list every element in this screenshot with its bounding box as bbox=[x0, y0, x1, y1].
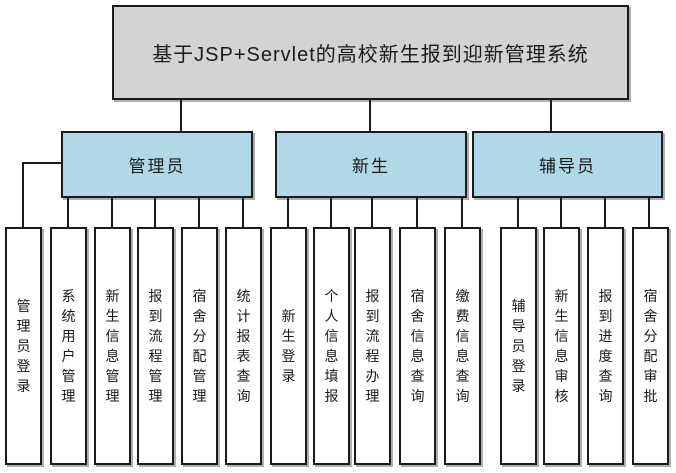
connector-leaf bbox=[371, 198, 373, 227]
connector-leaf bbox=[604, 198, 606, 227]
branch-box-student: 新生 bbox=[275, 131, 467, 198]
connector-leaf bbox=[330, 198, 332, 227]
leaf-checkin-progress-query: 报到进度查询 bbox=[587, 227, 624, 465]
leaf-label: 新生登录 bbox=[281, 308, 296, 384]
leaf-admin-login: 管理员登录 bbox=[5, 227, 42, 465]
connector-leaf bbox=[560, 198, 562, 227]
branch-label-counselor: 辅导员 bbox=[539, 157, 596, 176]
connector-leaf bbox=[287, 198, 289, 227]
leaf-stats-report-query: 统计报表查询 bbox=[225, 227, 262, 465]
leaf-checkin-process-mgmt: 报到流程管理 bbox=[137, 227, 174, 465]
branch-box-counselor: 辅导员 bbox=[472, 131, 663, 198]
leaf-label: 报到流程办理 bbox=[365, 288, 380, 404]
connector-leaf bbox=[67, 198, 69, 227]
leaf-payment-info-query: 缴费信息查询 bbox=[444, 227, 481, 465]
connector-leaf bbox=[461, 198, 463, 227]
leaf-checkin-process-handle: 报到流程办理 bbox=[354, 227, 391, 465]
connector-title-counselor bbox=[550, 100, 552, 131]
connector-leaf bbox=[416, 198, 418, 227]
branch-box-admin: 管理员 bbox=[61, 131, 253, 198]
leaf-label: 宿舍分配管理 bbox=[192, 288, 207, 404]
leaf-label: 新生信息管理 bbox=[105, 288, 120, 404]
connector-leaf bbox=[242, 198, 244, 227]
leaf-student-info-mgmt: 新生信息管理 bbox=[94, 227, 131, 465]
leaf-label: 宿舍分配审批 bbox=[643, 288, 658, 404]
connector-leaf bbox=[198, 198, 200, 227]
leaf-label: 宿舍信息查询 bbox=[410, 288, 425, 404]
leaf-student-info-review: 新生信息审核 bbox=[543, 227, 580, 465]
leaf-label: 报到进度查询 bbox=[598, 288, 613, 404]
leaf-dorm-info-query: 宿舍信息查询 bbox=[399, 227, 436, 465]
leaf-personal-info-fill: 个人信息填报 bbox=[313, 227, 350, 465]
connector-leaf bbox=[648, 198, 650, 227]
connector-leaf bbox=[154, 198, 156, 227]
leaf-dorm-assignment-approval: 宿舍分配审批 bbox=[632, 227, 669, 465]
leaf-student-login: 新生登录 bbox=[270, 227, 307, 465]
connector-title-admin bbox=[180, 100, 182, 131]
connector-leaf bbox=[111, 198, 113, 227]
leaf-label: 统计报表查询 bbox=[236, 288, 251, 404]
leaf-label: 系统用户管理 bbox=[61, 288, 76, 404]
branch-label-student: 新生 bbox=[352, 157, 390, 176]
leaf-label: 新生信息审核 bbox=[554, 288, 569, 404]
leaf-system-user-mgmt: 系统用户管理 bbox=[50, 227, 87, 465]
system-title-box: 基于JSP+Servlet的高校新生报到迎新管理系统 bbox=[112, 5, 629, 100]
connector-admin-login-horizontal bbox=[22, 162, 61, 164]
leaf-counselor-login: 辅导员登录 bbox=[500, 227, 537, 465]
leaf-label: 管理员登录 bbox=[16, 298, 31, 394]
system-title: 基于JSP+Servlet的高校新生报到迎新管理系统 bbox=[152, 44, 589, 66]
leaf-label: 个人信息填报 bbox=[324, 288, 339, 404]
connector-leaf bbox=[517, 198, 519, 227]
leaf-label: 报到流程管理 bbox=[148, 288, 163, 404]
connector-admin-login-vertical bbox=[22, 162, 24, 227]
leaf-label: 缴费信息查询 bbox=[455, 288, 470, 404]
connector-title-student bbox=[369, 100, 371, 131]
branch-label-admin: 管理员 bbox=[128, 157, 186, 176]
leaf-dorm-assignment-mgmt: 宿舍分配管理 bbox=[181, 227, 218, 465]
leaf-label: 辅导员登录 bbox=[511, 298, 526, 394]
